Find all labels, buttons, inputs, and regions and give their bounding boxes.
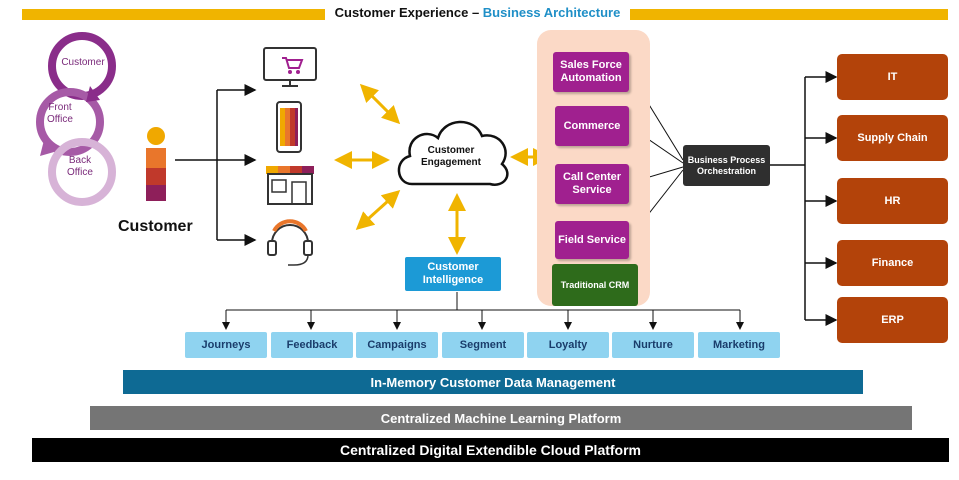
mobile-phone-icon <box>276 101 302 153</box>
campaigns-chip: Campaigns <box>356 332 438 358</box>
title-main: Customer Experience – <box>334 5 483 20</box>
in-memory-data-management-band: In-Memory Customer Data Management <box>123 370 863 394</box>
customer-label: Customer <box>118 218 193 235</box>
loyalty-chip: Loyalty <box>527 332 609 358</box>
customer-channel-connectors <box>175 84 257 246</box>
marketing-chip: Marketing <box>698 332 780 358</box>
headset-icon <box>267 219 313 266</box>
header-bar-right <box>630 9 948 20</box>
finance-box: Finance <box>837 240 948 286</box>
supply-chain-box: Supply Chain <box>837 115 948 161</box>
business-process-orchestration-box: Business Process Orchestration <box>683 145 770 186</box>
cloud-platform-band: Centralized Digital Extendible Cloud Pla… <box>32 438 949 462</box>
nurture-chip: Nurture <box>612 332 694 358</box>
hr-box: HR <box>837 178 948 224</box>
traditional-crm-box: Traditional CRM <box>552 264 638 306</box>
erp-box: ERP <box>837 297 948 343</box>
capability-connectors <box>222 292 744 330</box>
journeys-chip: Journeys <box>185 332 267 358</box>
cycle-front-office-label: Front Office <box>47 102 73 125</box>
customer-intelligence-box: Customer Intelligence <box>405 257 501 291</box>
engagement-arrows <box>334 83 551 255</box>
field-service-box: Field Service <box>555 221 629 259</box>
feedback-chip: Feedback <box>271 332 353 358</box>
person-icon <box>146 127 166 201</box>
segment-chip: Segment <box>442 332 524 358</box>
sales-force-automation-box: Sales Force Automation <box>553 52 629 92</box>
store-icon <box>266 166 314 205</box>
cloud-icon <box>397 120 509 186</box>
customer-engagement-label: Customer Engagement <box>420 145 481 168</box>
page-title: Customer Experience – Business Architect… <box>325 5 630 20</box>
call-center-service-box: Call Center Service <box>555 164 629 204</box>
customer-cycle-graphic <box>36 32 116 206</box>
commerce-box: Commerce <box>555 106 629 146</box>
header-bar-left <box>22 9 325 20</box>
title-accent: Business Architecture <box>482 5 621 20</box>
cycle-back-office-label: Back Office <box>67 155 93 178</box>
cycle-customer-label: Customer <box>61 57 105 68</box>
desktop-cart-icon <box>263 47 317 87</box>
it-box: IT <box>837 54 948 100</box>
orchestration-enterprise-connectors <box>770 71 838 326</box>
machine-learning-platform-band: Centralized Machine Learning Platform <box>90 406 912 430</box>
